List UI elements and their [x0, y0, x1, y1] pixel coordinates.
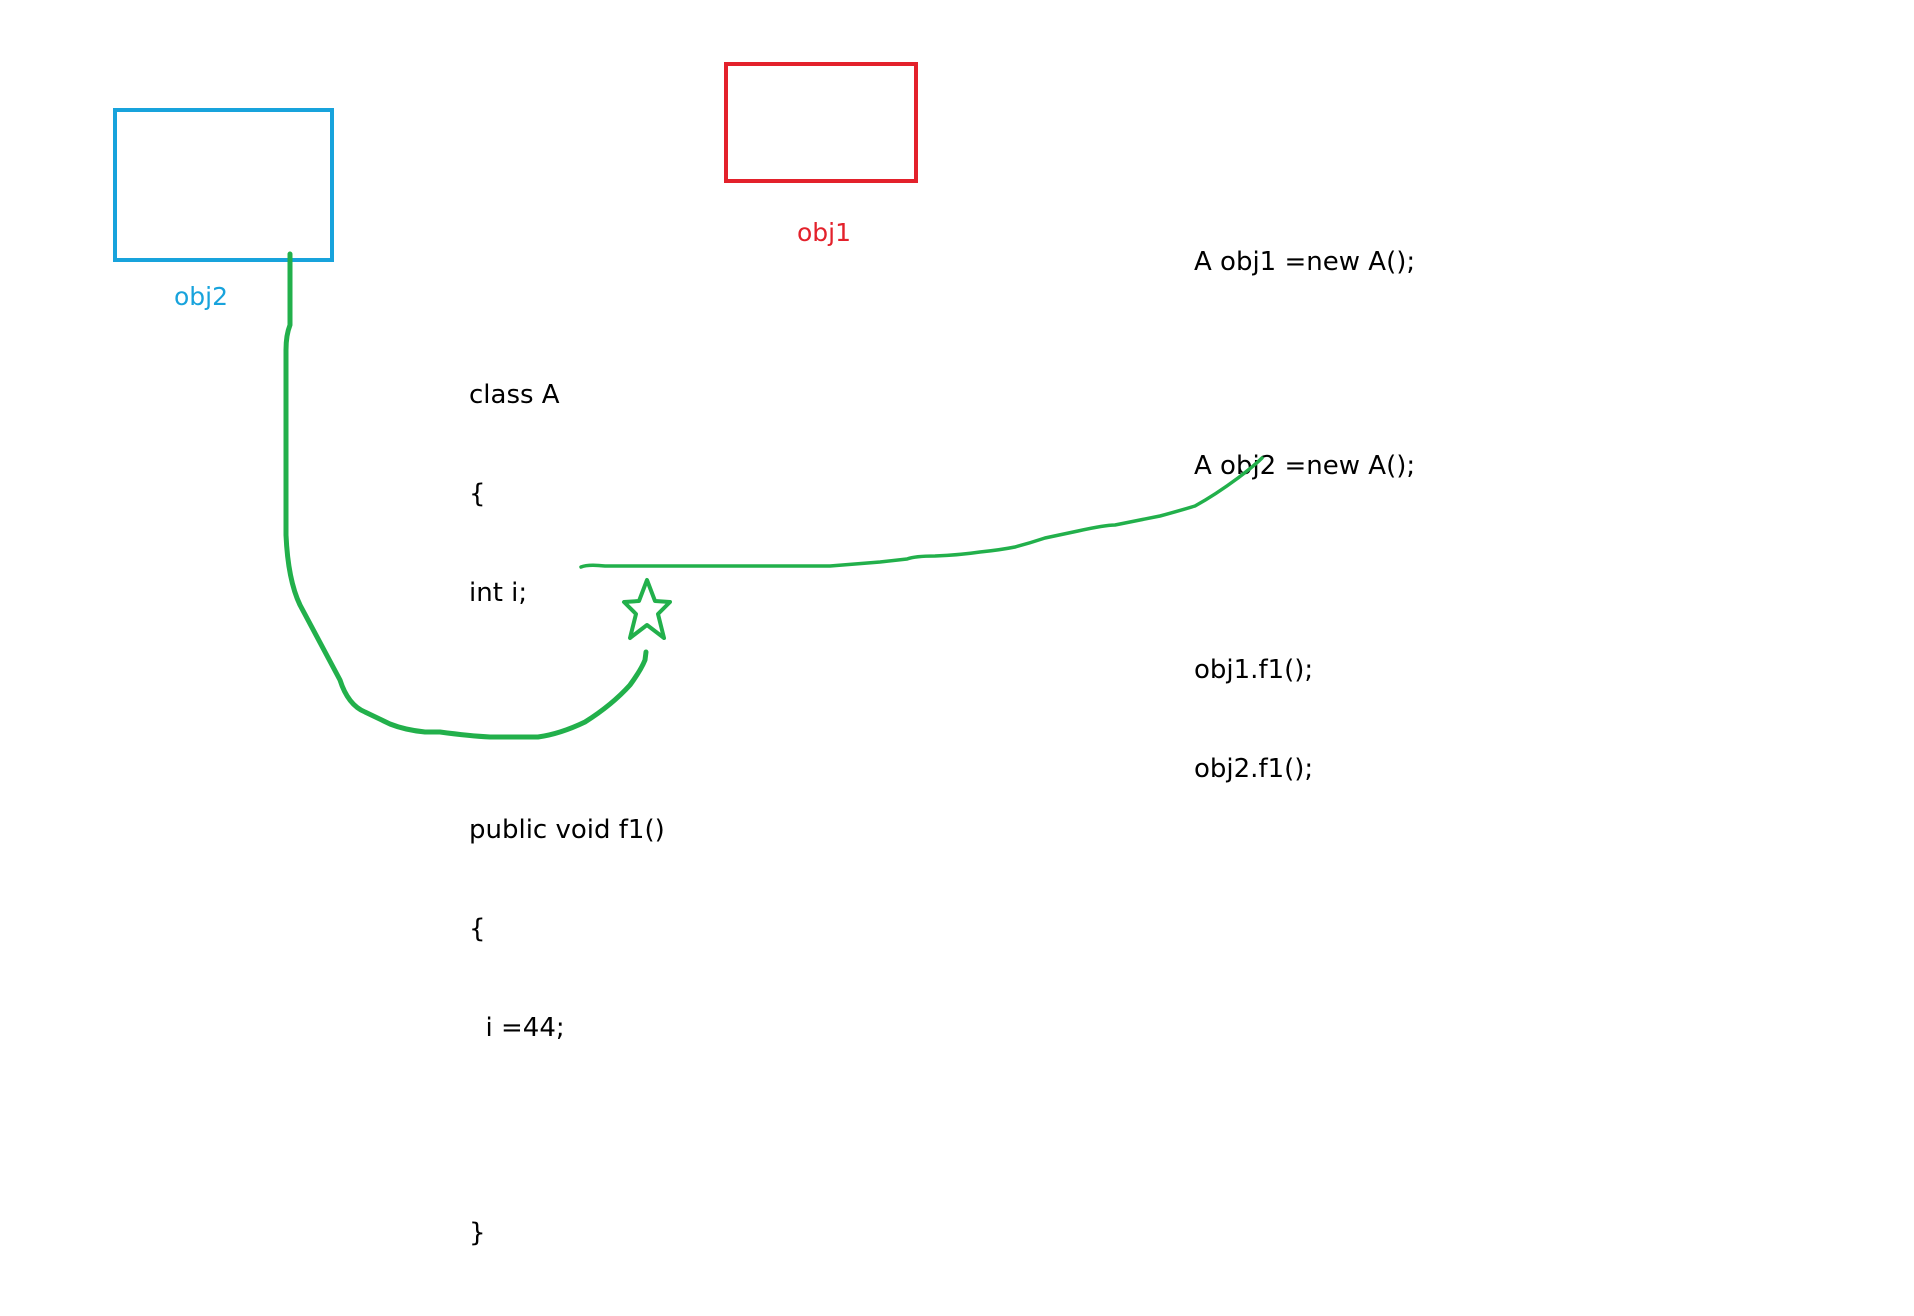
class-line-method-open-brace: {	[469, 914, 486, 944]
obj2-call-to-assignment-connector	[579, 456, 1264, 569]
obj2-label: obj2	[174, 282, 229, 311]
class-line-method-close-brace: }	[469, 1218, 486, 1248]
obj2-box	[113, 108, 334, 262]
class-line-field: int i;	[469, 578, 528, 608]
main-line-obj2-call: obj2.f1();	[1194, 754, 1314, 784]
obj2-to-star-connector	[283, 251, 649, 740]
class-code-blank-line	[469, 1111, 665, 1151]
obj1-label: obj1	[797, 218, 852, 247]
main-line-obj1-call: obj1.f1();	[1194, 655, 1314, 685]
class-line-method-signature: public void f1()	[469, 815, 665, 845]
class-line-assignment: i =44;	[469, 1013, 565, 1043]
main-line-obj2-creation: A obj2 =new A();	[1194, 451, 1416, 481]
annotation-layer	[283, 251, 1264, 740]
main-code: A obj1 =new A(); A obj2 =new A(); obj1.f…	[1194, 180, 1415, 852]
diagram-canvas: obj2 obj1 class A { int i; public void f…	[113, 62, 1415, 1248]
class-line-open-brace: {	[469, 479, 486, 509]
obj1-box	[724, 62, 918, 183]
star-icon	[622, 578, 672, 640]
class-line-declaration: class A	[469, 380, 560, 410]
main-line-obj1-creation: A obj1 =new A();	[1194, 247, 1416, 277]
